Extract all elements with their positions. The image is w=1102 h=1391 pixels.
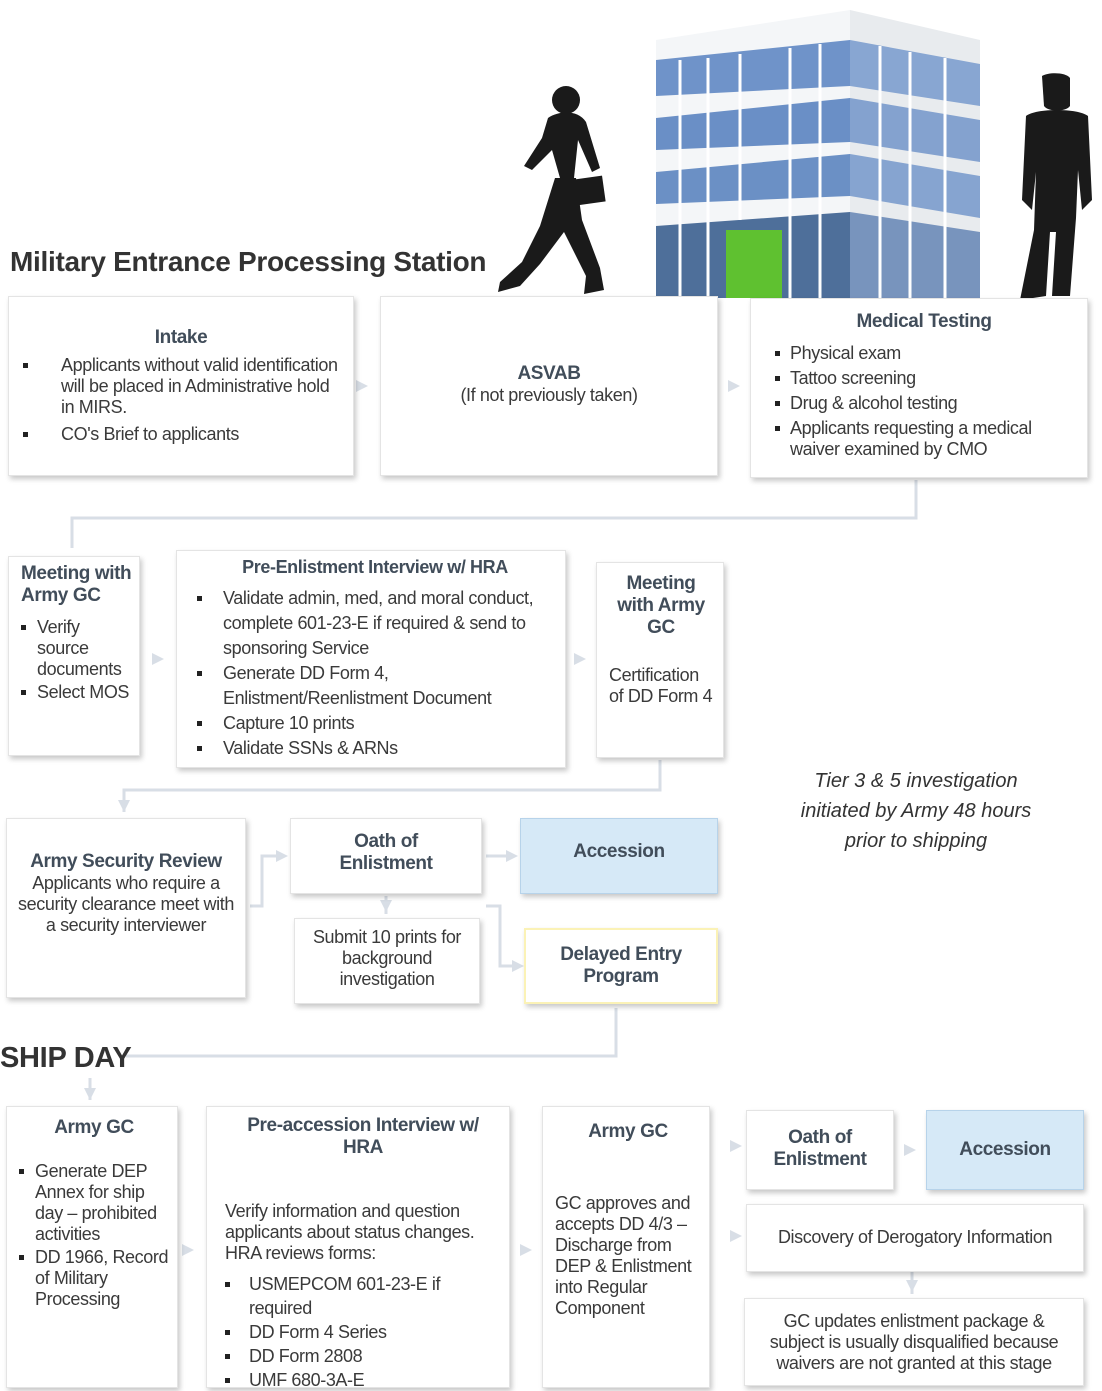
list-item: Validate SSNs & ARNs xyxy=(197,736,553,761)
medical-testing-box: Medical Testing Physical exam Tattoo scr… xyxy=(750,298,1088,478)
meeting-army-gc-certification-box: Meeting with Army GC Certification of DD… xyxy=(596,562,724,758)
gc-updates-package-box: GC updates enlistment package & subject … xyxy=(744,1298,1084,1386)
list-item: DD Form 2808 xyxy=(225,1344,501,1368)
standing-soldier-icon xyxy=(1020,73,1092,300)
list-item: Validate admin, med, and moral conduct, … xyxy=(197,586,553,661)
army-gc-ship-day-list: Generate DEP Annex for ship day – prohib… xyxy=(19,1161,169,1310)
list-item: Physical exam xyxy=(775,343,1073,364)
ship-day-heading: SHIP DAY xyxy=(0,1042,132,1074)
oath-of-enlistment-title: Oath of Enlistment xyxy=(339,831,433,874)
list-item: UMF 680-3A-E xyxy=(225,1368,501,1391)
medical-testing-title: Medical Testing xyxy=(856,311,992,332)
list-item: Applicants without valid identification … xyxy=(23,355,339,418)
pre-enlistment-interview-list: Validate admin, med, and moral conduct, … xyxy=(197,586,553,761)
asvab-title: ASVAB xyxy=(517,363,581,384)
list-item: DD 1966, Record of Military Processing xyxy=(19,1247,169,1310)
army-gc-discharge-text: GC approves and accepts DD 4/3 – Dischar… xyxy=(555,1193,692,1318)
army-gc-discharge-box: Army GC GC approves and accepts DD 4/3 –… xyxy=(542,1106,710,1388)
submit-prints-box: Submit 10 prints for background investig… xyxy=(294,918,480,1004)
pre-accession-interview-list: USMEPCOM 601-23-E if required DD Form 4 … xyxy=(225,1272,501,1391)
list-item: Drug & alcohol testing xyxy=(775,393,1073,414)
pre-accession-interview-title: Pre-accession Interview w/ HRA xyxy=(247,1115,479,1158)
ship-day-accession-title: Accession xyxy=(959,1139,1051,1160)
submit-prints-text: Submit 10 prints for background investig… xyxy=(312,927,462,989)
army-security-review-title: Army Security Review xyxy=(30,851,222,872)
ship-day-accession-box: Accession xyxy=(926,1110,1084,1190)
asvab-subtitle: (If not previously taken) xyxy=(460,385,638,405)
walking-recruit-icon xyxy=(498,86,606,294)
ship-day-oath-box: Oath of Enlistment xyxy=(746,1110,894,1190)
list-item: CO's Brief to applicants xyxy=(23,424,339,445)
list-item: Select MOS xyxy=(21,682,133,703)
list-item: Verify source documents xyxy=(21,617,133,680)
gc-updates-package-text: GC updates enlistment package & subject … xyxy=(769,1311,1059,1373)
meeting-army-gc-list: Verify source documents Select MOS xyxy=(21,617,133,703)
asvab-box: ASVAB (If not previously taken) xyxy=(380,296,718,476)
green-door xyxy=(726,230,782,298)
derogatory-information-box: Discovery of Derogatory Information xyxy=(746,1204,1084,1272)
oath-of-enlistment-box: Oath of Enlistment xyxy=(290,818,482,894)
meeting-army-gc-certification-title: Meeting with Army GC xyxy=(617,573,705,638)
meps-illustration xyxy=(498,10,1092,300)
meps-heading: Military Entrance Processing Station xyxy=(10,246,487,277)
army-security-review-box: Army Security Review Applicants who requ… xyxy=(6,818,246,998)
pre-enlistment-interview-title: Pre-Enlistment Interview w/ HRA xyxy=(242,557,508,577)
investigation-note: Tier 3 & 5 investigation initiated by Ar… xyxy=(800,770,1032,852)
list-item: USMEPCOM 601-23-E if required xyxy=(225,1272,501,1320)
army-gc-discharge-title: Army GC xyxy=(588,1121,668,1142)
list-item: Tattoo screening xyxy=(775,368,1073,389)
delayed-entry-program-box: Delayed Entry Program xyxy=(524,928,718,1004)
list-item: Capture 10 prints xyxy=(197,711,553,736)
intake-title: Intake xyxy=(154,327,208,348)
army-gc-ship-day-box: Army GC Generate DEP Annex for ship day … xyxy=(6,1106,178,1388)
list-item: Applicants requesting a medical waiver e… xyxy=(775,418,1073,460)
army-gc-ship-day-title: Army GC xyxy=(54,1117,134,1138)
list-item: Generate DEP Annex for ship day – prohib… xyxy=(19,1161,169,1245)
intake-box: Intake Applicants without valid identifi… xyxy=(8,296,354,476)
army-security-review-text: Applicants who require a security cleara… xyxy=(18,873,234,935)
list-item: Generate DD Form 4, Enlistment/Reenlistm… xyxy=(197,661,553,711)
pre-enlistment-interview-box: Pre-Enlistment Interview w/ HRA Validate… xyxy=(176,550,566,768)
pre-accession-interview-intro: Verify information and question applican… xyxy=(225,1201,475,1263)
certification-text: Certification of DD Form 4 xyxy=(609,665,713,706)
ship-day-oath-title: Oath of Enlistment xyxy=(773,1127,867,1170)
office-building-icon xyxy=(656,10,980,298)
meeting-army-gc-box: Meeting with Army GC Verify source docum… xyxy=(8,556,140,756)
intake-list: Applicants without valid identification … xyxy=(23,355,339,445)
derogatory-information-text: Discovery of Derogatory Information xyxy=(777,1227,1053,1247)
delayed-entry-program-title: Delayed Entry Program xyxy=(560,944,682,987)
accession-box: Accession xyxy=(520,818,718,894)
list-item: DD Form 4 Series xyxy=(225,1320,501,1344)
pre-accession-interview-box: Pre-accession Interview w/ HRA Verify in… xyxy=(206,1106,510,1391)
medical-testing-list: Physical exam Tattoo screening Drug & al… xyxy=(775,343,1073,460)
meeting-army-gc-title: Meeting with Army GC xyxy=(21,563,132,606)
accession-title: Accession xyxy=(573,841,665,862)
